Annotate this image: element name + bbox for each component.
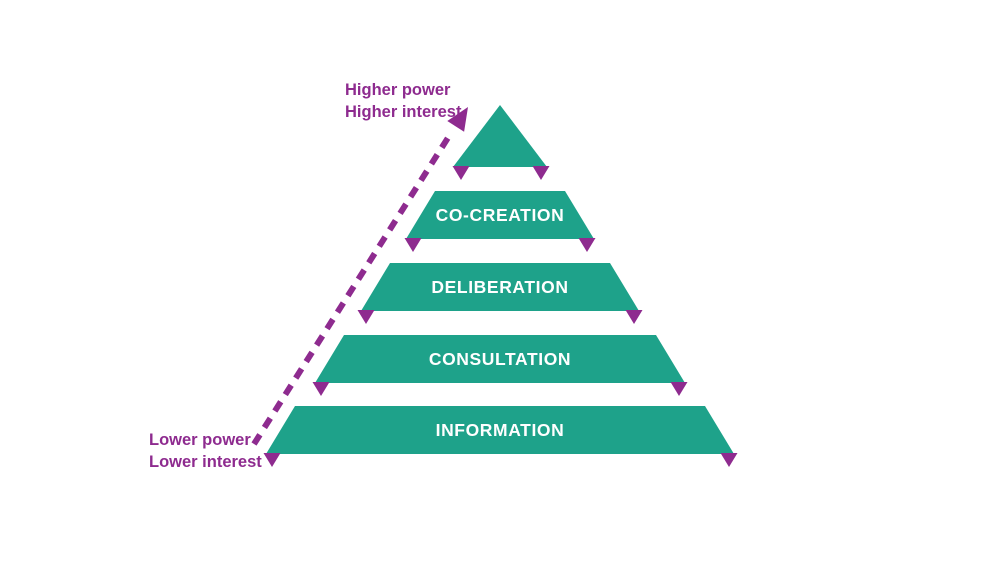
higher-interest-label: Higher interest bbox=[345, 103, 462, 121]
corner-marker-icon bbox=[720, 453, 738, 467]
pyramid-level-information bbox=[266, 406, 734, 454]
trend-arrow-dashed-line bbox=[251, 131, 454, 446]
level-label-deliberation: DELIBERATION bbox=[431, 277, 568, 297]
corner-marker-icon bbox=[670, 382, 688, 396]
level-label-information: INFORMATION bbox=[436, 420, 565, 440]
higher-power-label: Higher power bbox=[345, 81, 451, 99]
lower-power-label: Lower power bbox=[149, 431, 251, 449]
corner-marker-icon bbox=[404, 238, 422, 252]
corner-marker-icon bbox=[452, 166, 470, 180]
arrowhead-icon bbox=[447, 107, 468, 132]
corner-marker-icon bbox=[578, 238, 596, 252]
corner-marker-icon bbox=[357, 310, 375, 324]
level-label-co-creation: CO-CREATION bbox=[436, 205, 565, 225]
lower-interest-label: Lower interest bbox=[149, 453, 262, 471]
pyramid-level-co-creation bbox=[406, 191, 594, 239]
pyramid-level-apex bbox=[453, 105, 547, 167]
level-label-consultation: CONSULTATION bbox=[429, 349, 571, 369]
corner-marker-icon bbox=[625, 310, 643, 324]
pyramid-level-deliberation bbox=[361, 263, 639, 311]
corner-marker-icon bbox=[312, 382, 330, 396]
corner-marker-icon bbox=[532, 166, 550, 180]
corner-marker-icon bbox=[263, 453, 281, 467]
pyramid-level-consultation bbox=[315, 335, 685, 383]
